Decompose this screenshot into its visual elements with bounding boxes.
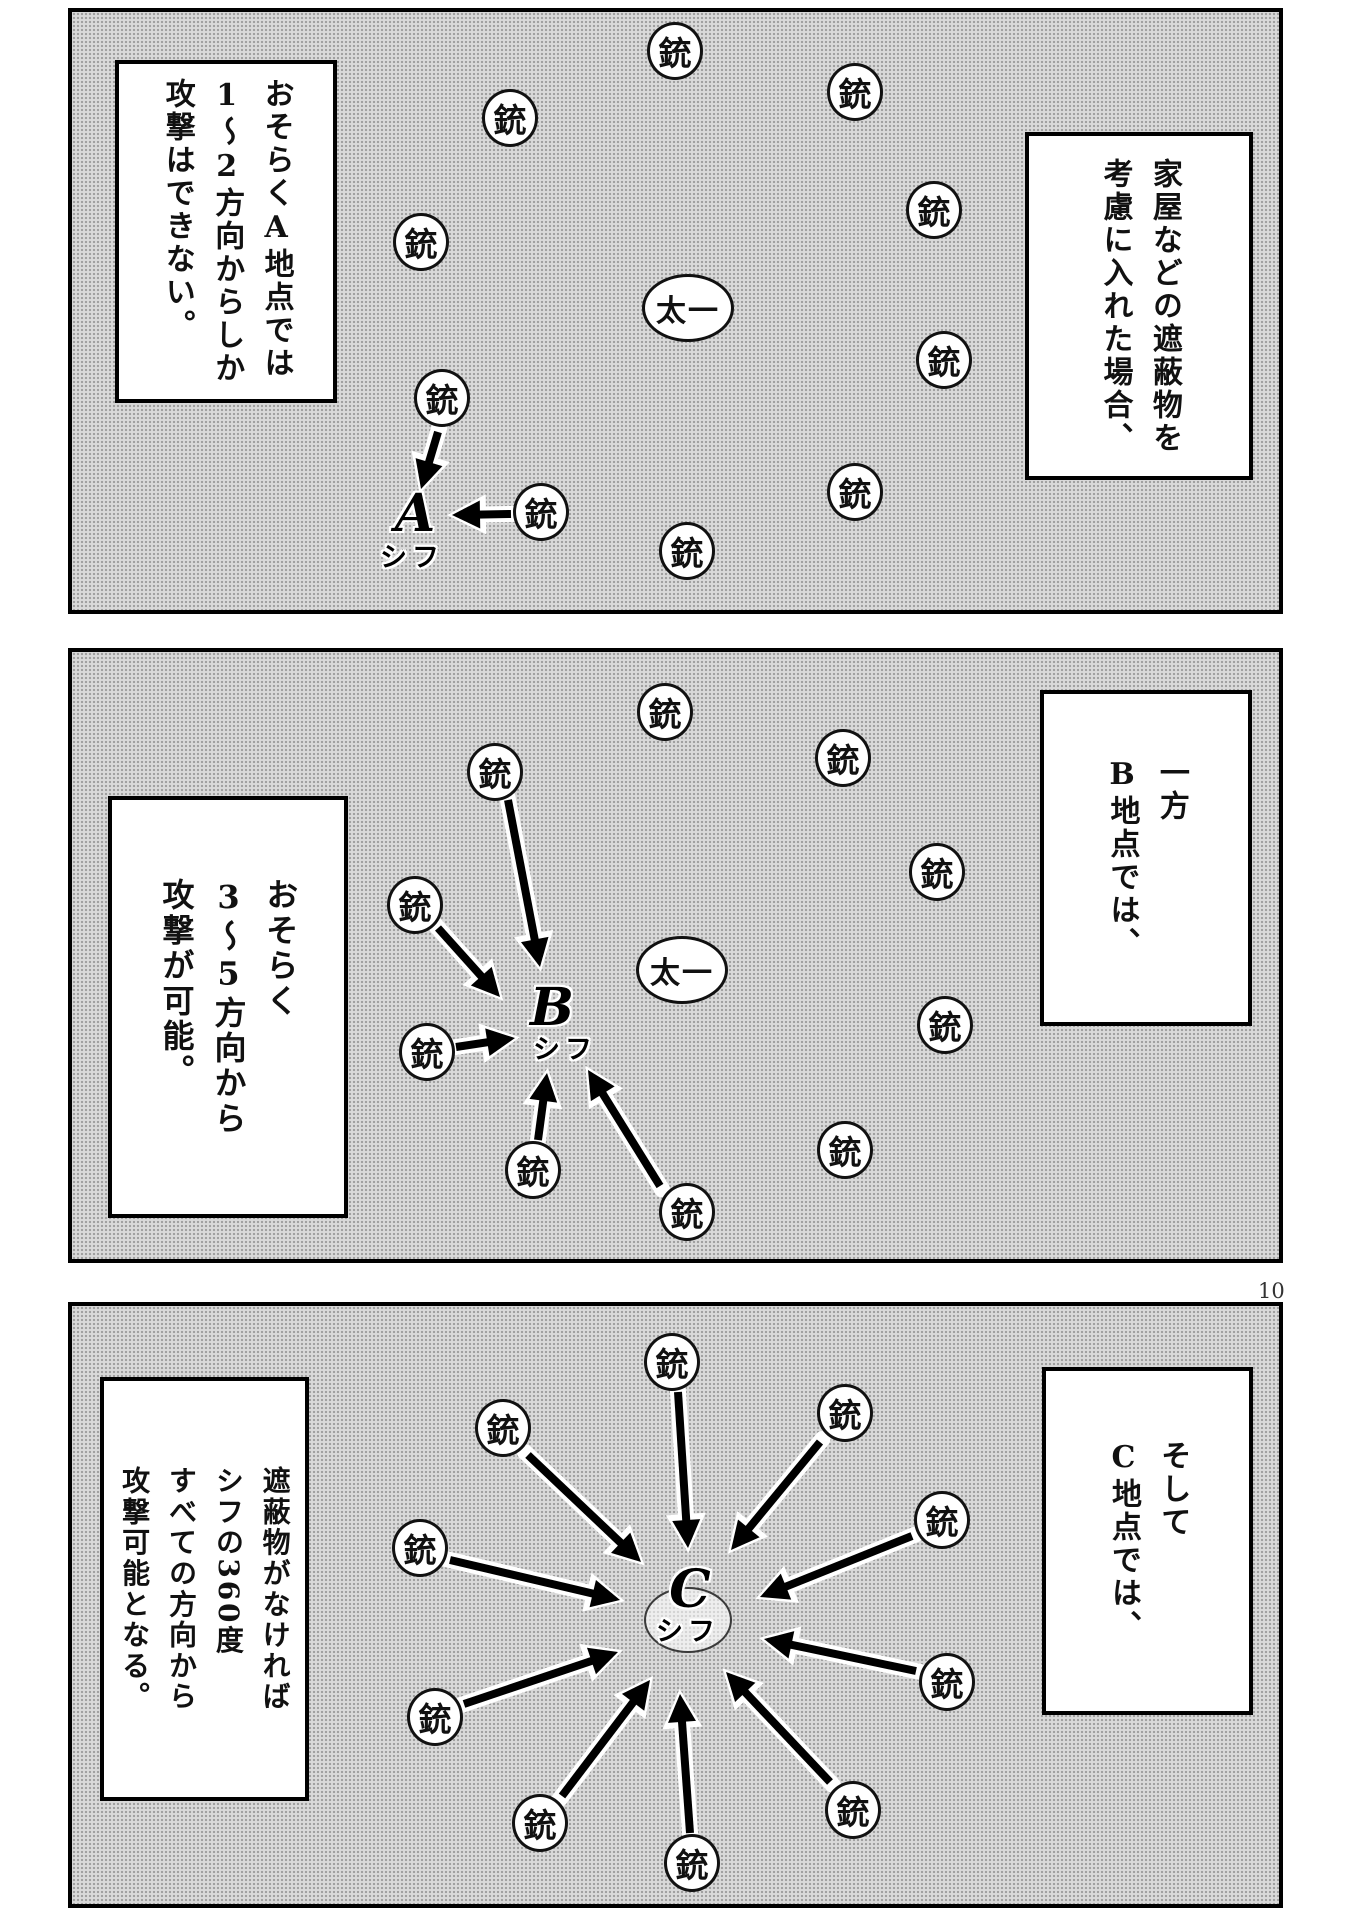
gun-circle: 銃 (827, 63, 883, 121)
shifu-label: シフ (656, 1616, 720, 1648)
gun-circle: 銃 (825, 1781, 881, 1839)
caption-text: そして C地点では、 (1093, 1440, 1203, 1643)
point-letter-a: A (394, 483, 436, 544)
caption-box-a-left: おそらくA地点では 1〜2方向からしか攻撃はできない。 (115, 60, 337, 403)
vertical-text-column: シフの360度 (211, 1465, 245, 1656)
gun-circle: 銃 (387, 876, 443, 934)
gun-circle: 銃 (914, 1491, 970, 1549)
shifu-label: シフ (533, 1034, 597, 1066)
vertical-text-column: 攻撃はできない。 (159, 78, 195, 342)
vertical-text-column: 3〜5方向から (209, 877, 248, 1137)
gun-circle: 銃 (407, 1688, 463, 1746)
gun-circle: 銃 (392, 1519, 448, 1577)
vertical-text-column: 一方 (1153, 756, 1189, 823)
vertical-text-column: 攻撃可能となる。 (118, 1465, 152, 1713)
caption-box-b-right: 一方 B地点では、 (1040, 690, 1252, 1026)
caption-text: 家屋などの遮蔽物を考慮に入れた場合、 (1084, 158, 1194, 455)
gun-circle: 銃 (917, 996, 973, 1054)
gun-circle: 銃 (513, 483, 569, 541)
gun-circle: 銃 (815, 729, 871, 787)
vertical-text-column: 考慮に入れた場合、 (1097, 157, 1133, 455)
taichi-ellipse: 太一 (636, 936, 728, 1004)
shifu-label: シフ (380, 542, 444, 574)
point-letter-c: C (669, 1559, 711, 1620)
vertical-text-column: 家屋などの遮蔽物を (1146, 157, 1182, 455)
gun-circle: 銃 (414, 369, 470, 427)
gun-circle: 銃 (909, 843, 965, 901)
gun-circle: 銃 (482, 89, 538, 147)
gun-circle: 銃 (644, 1333, 700, 1391)
vertical-text-column: 1〜2方向からしか (209, 78, 245, 385)
caption-text: 一方 B地点では、 (1091, 757, 1201, 960)
gun-circle: 銃 (637, 683, 693, 741)
caption-text: おそらく 3〜5方向から攻撃が可能。 (145, 878, 312, 1136)
taichi-ellipse: 太一 (642, 274, 734, 342)
vertical-text-column: すべての方向から (165, 1465, 198, 1713)
shifu-position-ellipse (644, 1587, 732, 1653)
gun-circle: 銃 (393, 213, 449, 271)
gun-circle: 銃 (906, 181, 962, 239)
vertical-text-column: 遮蔽物がなければ (258, 1465, 292, 1713)
vertical-text-column: C地点では、 (1106, 1439, 1141, 1643)
vertical-text-column: そして (1155, 1439, 1191, 1539)
page-number: 10 (1258, 1279, 1285, 1303)
gun-circle: 銃 (467, 743, 523, 801)
caption-box-c-left: 遮蔽物がなければシフの360度すべての方向から攻撃可能となる。 (100, 1377, 309, 1801)
caption-box-a-right: 家屋などの遮蔽物を考慮に入れた場合、 (1025, 132, 1253, 480)
gun-circle: 銃 (817, 1121, 873, 1179)
gun-circle: 銃 (659, 522, 715, 580)
gun-circle: 銃 (817, 1384, 873, 1442)
gun-circle: 銃 (916, 331, 972, 389)
gun-circle: 銃 (512, 1794, 568, 1852)
caption-box-c-right: そして C地点では、 (1042, 1367, 1253, 1715)
gun-circle: 銃 (505, 1141, 561, 1199)
gun-circle: 銃 (399, 1023, 455, 1081)
caption-box-b-left: おそらく 3〜5方向から攻撃が可能。 (108, 796, 348, 1218)
gun-circle: 銃 (827, 463, 883, 521)
caption-text: 遮蔽物がなければシフの360度すべての方向から攻撃可能となる。 (105, 1466, 303, 1712)
vertical-text-column: 攻撃が可能。 (157, 877, 196, 1089)
point-letter-b: B (530, 977, 574, 1038)
gun-circle: 銃 (475, 1399, 531, 1457)
gun-circle: 銃 (647, 22, 703, 80)
gun-circle: 銃 (664, 1834, 720, 1892)
caption-text: おそらくA地点では 1〜2方向からしか攻撃はできない。 (146, 78, 305, 385)
vertical-text-column: おそらくA地点では (258, 78, 294, 380)
vertical-text-column: B地点では、 (1104, 756, 1140, 960)
gun-circle: 銃 (659, 1183, 715, 1241)
vertical-text-column: おそらく (261, 877, 300, 1019)
gun-circle: 銃 (919, 1653, 975, 1711)
